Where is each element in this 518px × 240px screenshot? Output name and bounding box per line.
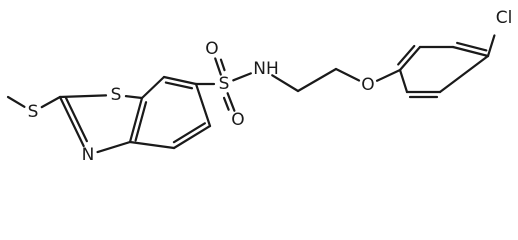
bond-s-o-bottom	[226, 92, 236, 112]
bond-a1-a2	[398, 45, 422, 72]
bond-c5-c4	[172, 124, 212, 150]
molecule-structure: S N S S O O NH O Cl	[6, 8, 513, 165]
atom-o-ether: O	[361, 75, 374, 95]
bond-ch2-ch2	[296, 67, 338, 93]
bond-methyl-s	[6, 95, 26, 108]
bond-s-n	[232, 72, 252, 82]
bond-c2-n3	[58, 95, 85, 148]
bond-n-ch2	[271, 74, 300, 93]
atom-o-sulfonyl-bottom: O	[231, 110, 244, 130]
atom-s-sulfonyl: S	[219, 74, 230, 94]
bond-ch2-o	[334, 67, 361, 82]
bond-aryl-cl	[486, 34, 496, 58]
bond-layer	[6, 34, 496, 154]
bond-c3a-c7a-double	[134, 101, 148, 142]
bond-s-o-top	[214, 57, 222, 76]
bond-c6-c5	[194, 82, 212, 128]
bond-a3-a4-double	[456, 41, 488, 52]
bond-c2-s3	[58, 94, 108, 99]
bond-c7-c6-double	[164, 81, 194, 90]
bond-s-o-top-double	[219, 58, 226, 72]
atom-s-thiazole: S	[111, 85, 122, 105]
atom-s-methylthio: S	[28, 102, 39, 122]
bond-c3a-c7a	[128, 96, 144, 144]
bond-a6-a1	[398, 68, 409, 94]
atom-cl: Cl	[496, 8, 513, 28]
atom-label-layer: S N S S O O NH O Cl	[28, 8, 513, 165]
bond-c7-c6	[162, 75, 198, 86]
bond-c2-n3-double	[64, 96, 88, 143]
bond-a1-a2-double	[397, 44, 416, 66]
atom-o-sulfonyl-top: O	[205, 39, 218, 59]
bond-c5-c4-double	[172, 122, 206, 144]
bond-s-o-bottom-double	[222, 96, 230, 111]
bond-c7a-c7	[140, 75, 166, 100]
bond-s-c2	[40, 95, 62, 109]
atom-nh: NH	[253, 59, 279, 79]
bond-a3-a4	[451, 45, 490, 58]
bond-s3-c7a	[124, 95, 144, 100]
atom-n-thiazole: N	[82, 145, 95, 165]
bond-c4-c3a	[128, 140, 176, 150]
bond-a4-a5	[438, 54, 490, 94]
bond-n3-c3a	[96, 140, 132, 154]
bond-o-aryl	[375, 68, 402, 82]
